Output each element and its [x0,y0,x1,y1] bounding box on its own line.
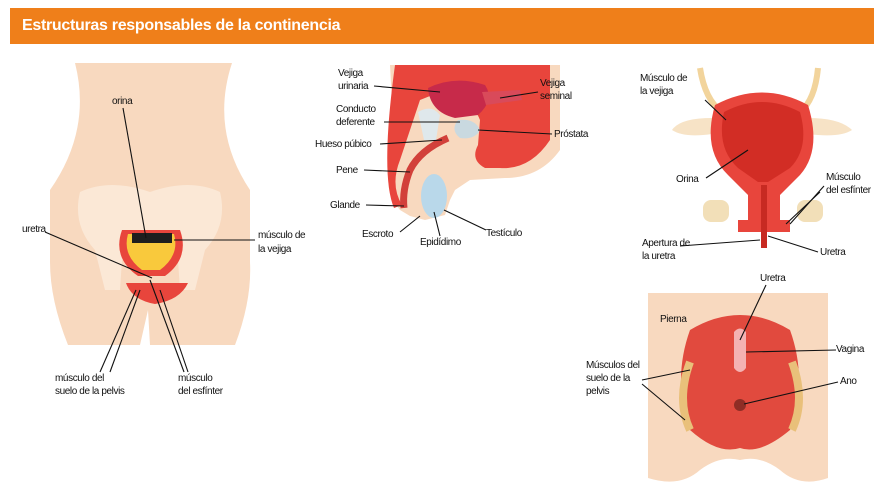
label-epididimo: Epidídimo [420,237,462,248]
label-suelo-pelvico-front-2: suelo de la pelvis [55,386,125,397]
label-escroto: Escroto [362,229,394,240]
label-ano: Ano [840,376,857,387]
label-conducto-deferente-2: deferente [336,117,375,128]
label-suelo-pelvico-front-1: músculo del [55,373,104,384]
label-esfinter-front-1: músculo [178,373,213,384]
label-vejiga-urinaria-1: Vejiga [338,68,364,79]
label-conducto-deferente-1: Conducto [336,104,376,115]
label-apertura-uretra-2: la uretra [642,251,676,262]
label-musculo-vejiga-2: la vejiga [640,86,674,97]
urine-level [132,233,172,243]
anus [734,399,746,411]
label-uretra-front: uretra [22,224,47,235]
label-musculo-esfinter-1: Músculo [826,172,861,183]
label-uretra-floor: Uretra [760,273,786,284]
label-apertura-uretra-1: Apertura de [642,238,691,249]
label-prostata: Próstata [554,129,589,140]
label-musculo-vejiga-1: Músculo de [640,73,688,84]
label-uretra-bladder: Uretra [820,247,846,258]
male-section-figure [387,65,560,220]
label-esfinter-front-2: del esfínter [178,386,224,397]
label-orina-bladder: Orina [676,174,699,185]
bladder-wall-right-lobe [808,118,852,135]
bladder-figure [672,68,852,248]
label-vejiga-seminal-1: Vejiga [540,78,566,89]
label-vejiga-seminal-2: seminal [540,91,572,102]
label-pene: Pene [336,165,359,176]
label-musculos-suelo-3: pelvis [586,386,610,397]
label-musculos-suelo-1: Músculos del [586,360,640,371]
vagina-opening [734,329,746,373]
pelvic-bone-left [703,200,729,222]
label-vejiga-urinaria-2: urinaria [338,81,369,92]
female-front-figure [50,63,250,345]
label-musculo-esfinter-2: del esfínter [826,185,872,196]
label-glande: Glande [330,200,361,211]
bladder-wall-left-lobe [672,118,712,135]
label-musculo-vejiga-front-1: músculo de [258,230,306,241]
label-testiculo: Testículo [486,228,523,239]
label-orina-front: orina [112,96,133,107]
label-pierna: Pierna [660,314,687,325]
label-hueso-pubico: Hueso púbico [315,139,372,150]
label-musculos-suelo-2: suelo de la [586,373,631,384]
label-vagina: Vagina [836,344,865,355]
label-musculo-vejiga-front-2: la vejiga [258,244,292,255]
testicle [421,174,447,218]
